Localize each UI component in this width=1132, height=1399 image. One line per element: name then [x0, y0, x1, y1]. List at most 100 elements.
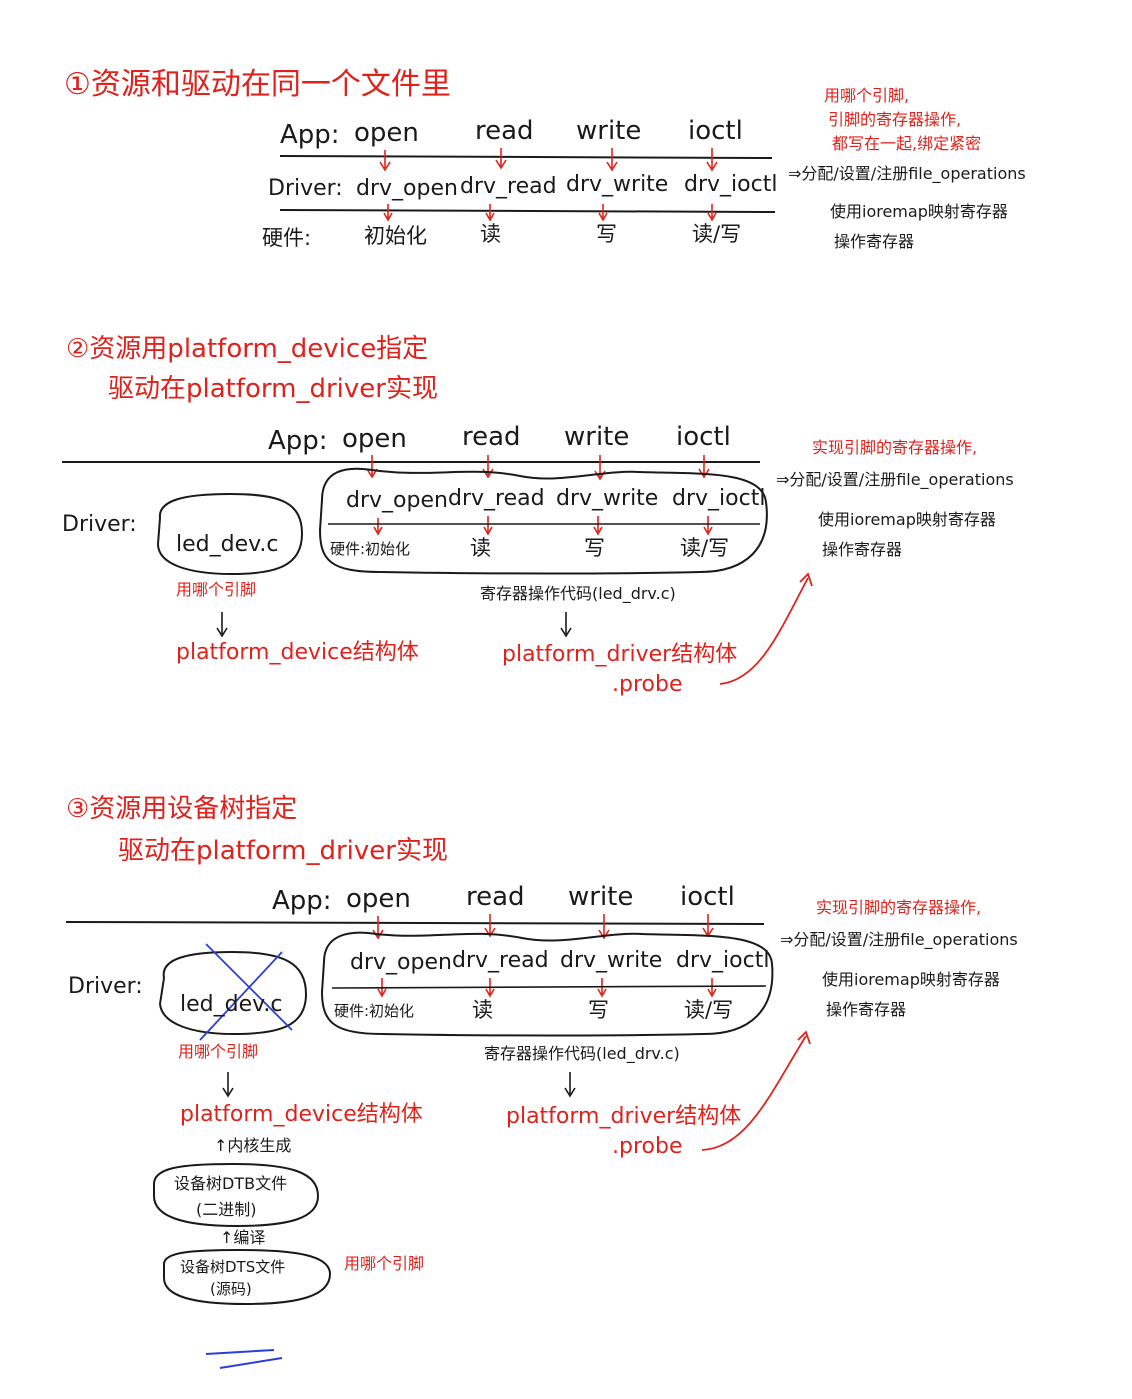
s1-arrow-ioctl	[706, 148, 718, 172]
s2-api-write: write	[564, 422, 630, 452]
s1-drv-write: drv_write	[566, 172, 669, 197]
s2-arrow-hw1	[373, 518, 383, 536]
s2-result-2: 使用ioremap映射寄存器	[818, 510, 996, 529]
s1-hw-read: 读	[480, 222, 501, 246]
s1-result-2: 使用ioremap映射寄存器	[830, 202, 1008, 221]
s3-hw-read: 读	[472, 998, 493, 1022]
s1-api-write: write	[576, 116, 642, 146]
s3-arrow-regop-down	[564, 1072, 576, 1098]
s3-regop-label: 寄存器操作代码(led_drv.c)	[484, 1044, 680, 1063]
s1-drv-ioctl: drv_ioctl	[684, 172, 778, 197]
s3-hw-write: 写	[588, 998, 609, 1022]
s2-note: 实现引脚的寄存器操作,	[812, 438, 978, 457]
s2-led-dev-oval	[156, 492, 304, 576]
s2-driver-blob	[318, 467, 768, 575]
s1-hw-write: 写	[596, 222, 617, 246]
s3-pins-label: 用哪个引脚	[178, 1042, 259, 1061]
s3-driver-blob	[320, 931, 774, 1037]
s2-arrow-hw2	[483, 516, 493, 536]
s2-led-dev: led_dev.c	[176, 532, 279, 557]
s3-arrow-hw1	[377, 978, 387, 998]
blue-scribble-2	[219, 1357, 283, 1369]
s1-result-3: 操作寄存器	[834, 232, 915, 251]
s2-arrow-hw3	[593, 516, 603, 536]
s2-result-1: ⇒分配/设置/注册file_operations	[776, 470, 1014, 489]
s3-dtb-oval	[153, 1162, 320, 1228]
s2-arrow-read	[482, 455, 494, 479]
s1-api-read: read	[475, 116, 534, 146]
s3-probe-label: .probe	[612, 1134, 683, 1159]
s2-probe-curve	[719, 572, 813, 685]
s2-app-label: App:	[268, 426, 328, 456]
s1-drv-read: drv_read	[460, 174, 557, 199]
s3-led-dev: led_dev.c	[180, 992, 283, 1017]
s3-hw-rw: 读/写	[684, 998, 734, 1022]
s1-api-open: open	[354, 118, 419, 148]
s3-arrow-ioctl	[702, 914, 714, 938]
s2-arrow-hw4	[703, 516, 713, 536]
s3-arrow-read	[484, 914, 496, 938]
s3-arrow-write	[598, 914, 610, 940]
s3-api-rule	[65, 921, 765, 925]
s2-probe-label: .probe	[612, 672, 683, 697]
s2-pdev-label: platform_device结构体	[176, 640, 419, 665]
s3-hw-init: 硬件:初始化	[334, 1002, 415, 1020]
s3-arrow-open	[372, 916, 384, 940]
s3-result-2: 使用ioremap映射寄存器	[822, 970, 1000, 989]
s2-api-open: open	[342, 424, 407, 454]
s1-arrow-open	[379, 150, 391, 172]
s3-blob-divider	[331, 985, 767, 989]
s3-api-read: read	[466, 882, 525, 912]
s3-dts-line-2: (源码)	[210, 1280, 252, 1298]
s1-hw-label: 硬件:	[262, 226, 312, 250]
s3-api-open: open	[346, 884, 411, 914]
s1-arrow-read	[495, 148, 507, 170]
s3-kernel-gen: ↑内核生成	[214, 1136, 292, 1155]
s2-arrow-write	[594, 455, 606, 481]
s3-dts-oval	[163, 1248, 332, 1306]
s1-app-label: App:	[280, 120, 340, 150]
s3-app-label: App:	[272, 886, 332, 916]
s2-arrow-pins-down	[216, 612, 228, 638]
s2-drv-open: drv_open	[346, 488, 448, 513]
s2-driver-label: Driver:	[62, 512, 137, 537]
s2-hw-read: 读	[470, 536, 491, 560]
s3-compile: ↑编译	[220, 1228, 266, 1247]
s3-dtb-line-1: 设备树DTB文件	[174, 1174, 288, 1193]
s2-result-3: 操作寄存器	[822, 540, 903, 559]
s3-note: 实现引脚的寄存器操作,	[816, 898, 982, 917]
s1-drv-open: drv_open	[356, 176, 458, 201]
s1-hw-rw: 读/写	[692, 222, 742, 246]
s2-pdrv-label: platform_driver结构体	[502, 642, 738, 667]
s3-dts-note: 用哪个引脚	[344, 1254, 425, 1273]
s2-arrow-ioctl	[698, 455, 710, 479]
s3-result-1: ⇒分配/设置/注册file_operations	[780, 930, 1018, 949]
s2-pins-label: 用哪个引脚	[176, 580, 257, 599]
s3-api-write: write	[568, 882, 634, 912]
s2-api-read: read	[462, 422, 521, 452]
s2-regop-label: 寄存器操作代码(led_drv.c)	[480, 584, 676, 603]
s3-driver-label: Driver:	[68, 974, 143, 999]
s3-dts-line-1: 设备树DTS文件	[180, 1258, 286, 1276]
s3-cross-line-2	[199, 951, 283, 1041]
s1-result-1: ⇒分配/设置/注册file_operations	[788, 164, 1026, 183]
s3-pdrv-label: platform_driver结构体	[506, 1104, 742, 1129]
s3-result-3: 操作寄存器	[826, 1000, 907, 1019]
s2-api-ioctl: ioctl	[676, 422, 731, 452]
s2-drv-read: drv_read	[448, 486, 545, 511]
s2-drv-ioctl: drv_ioctl	[672, 486, 766, 511]
blue-scribble-1	[205, 1349, 275, 1355]
s3-pdev-label: platform_device结构体	[180, 1102, 423, 1127]
s1-note-2: 引脚的寄存器操作,	[828, 110, 962, 129]
s1-arrow-hw2	[485, 204, 495, 222]
s1-arrow-hw3	[598, 204, 608, 222]
s1-note-3: 都写在一起,绑定紧密	[832, 134, 982, 153]
s2-arrow-regop-down	[560, 612, 572, 638]
s1-driver-label: Driver:	[268, 176, 343, 201]
s2-hw-write: 写	[584, 536, 605, 560]
s3-drv-open: drv_open	[350, 950, 452, 975]
s1-hw-init: 初始化	[364, 224, 427, 248]
s3-probe-curve	[701, 1030, 811, 1151]
s3-led-dev-oval	[158, 950, 308, 1036]
s2-title-1: ②资源用platform_device指定	[66, 334, 429, 364]
